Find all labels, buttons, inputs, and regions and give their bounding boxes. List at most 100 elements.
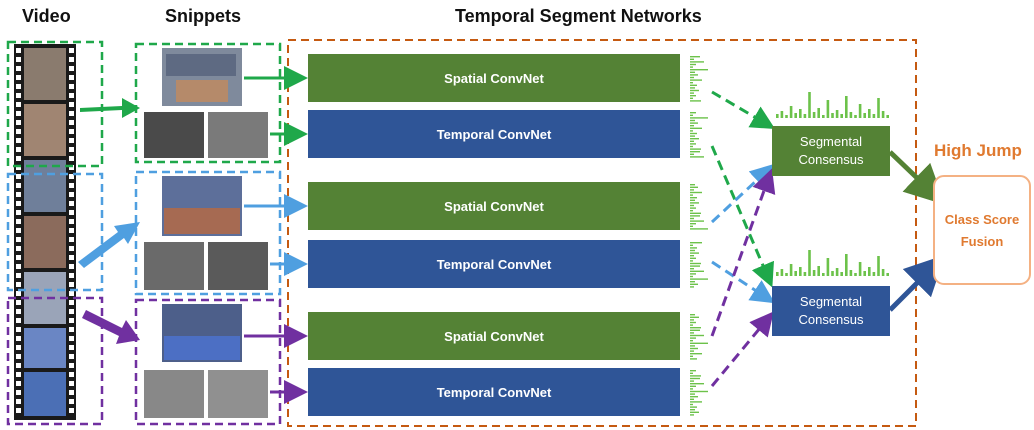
- score-bar: [817, 266, 820, 276]
- score-bar: [690, 189, 694, 191]
- score-bar: [690, 244, 693, 246]
- score-bar: [690, 76, 694, 79]
- score-bar: [690, 332, 694, 334]
- score-bar: [789, 106, 793, 118]
- video-segment-1: [6, 40, 104, 168]
- svg-text:Class Score: Class Score: [945, 212, 1019, 227]
- temporal-convnet: Temporal ConvNet: [308, 240, 680, 288]
- score-bar: [690, 87, 695, 89]
- score-bar: [690, 403, 693, 406]
- score-bar: [826, 258, 830, 276]
- score-bar: [858, 262, 862, 276]
- score-bar: [690, 383, 704, 385]
- optical-flow-y: [208, 242, 268, 290]
- score-bar: [690, 71, 695, 73]
- score-bar: [690, 61, 704, 63]
- svg-text:Spatial ConvNet: Spatial ConvNet: [444, 329, 544, 344]
- score-bar: [690, 268, 694, 270]
- score-bar: [690, 92, 694, 94]
- score-bar: [690, 151, 700, 153]
- svg-text:Spatial ConvNet: Spatial ConvNet: [444, 71, 544, 86]
- score-bar: [690, 370, 696, 372]
- score-bar: [845, 96, 848, 118]
- video-to-snippet-arrow: [80, 98, 140, 118]
- score-bar: [776, 272, 779, 276]
- score-bar: [803, 114, 807, 118]
- score-bar: [868, 109, 871, 118]
- score-bar: [690, 396, 698, 398]
- score-bar: [690, 390, 708, 393]
- score-bar: [690, 69, 708, 71]
- score-bar: [690, 262, 701, 265]
- snippet-group-2: [134, 170, 282, 296]
- score-bar: [854, 273, 857, 276]
- score-bar: [690, 127, 702, 129]
- score-bar: [780, 111, 784, 118]
- score-bar: [690, 324, 693, 326]
- svg-text:Temporal ConvNet: Temporal ConvNet: [437, 127, 552, 142]
- score-bar: [690, 265, 700, 267]
- score-bar: [690, 345, 695, 347]
- score-bar: [690, 145, 693, 148]
- score-bar: [831, 113, 834, 118]
- score-bar: [690, 119, 695, 122]
- score-bar: [812, 112, 816, 118]
- score-bar: [690, 377, 700, 380]
- score-bar: [831, 271, 834, 276]
- tsn-header: Temporal Segment Networks: [455, 6, 702, 26]
- score-bar: [690, 79, 702, 81]
- score-bar: [690, 393, 695, 395]
- score-bar: [886, 115, 889, 118]
- score-bar: [690, 247, 697, 249]
- predicted-class: High Jump: [934, 141, 1022, 160]
- score-bar: [776, 114, 779, 118]
- score-bar: [881, 269, 885, 276]
- video-segment-2: [6, 172, 104, 292]
- score-bar: [808, 92, 811, 118]
- video-film-strip: [14, 44, 76, 420]
- score-bar: [690, 327, 701, 329]
- video-header: Video: [22, 6, 71, 26]
- optical-flow-x: [144, 112, 204, 158]
- score-bar: [822, 273, 825, 276]
- optical-flow-y: [208, 370, 268, 418]
- score-bar: [690, 117, 708, 119]
- score-bar: [690, 401, 702, 403]
- score-bar: [690, 197, 697, 199]
- score-bar: [690, 242, 702, 244]
- video-to-snippet-arrow: [78, 222, 140, 268]
- score-bar: [690, 409, 695, 411]
- score-bar: [690, 375, 701, 377]
- svg-text:Segmental: Segmental: [800, 134, 862, 149]
- score-bar: [690, 186, 698, 188]
- score-bar: [690, 319, 694, 321]
- svg-text:Temporal ConvNet: Temporal ConvNet: [437, 385, 552, 400]
- score-bar: [780, 269, 784, 276]
- score-bar: [690, 414, 694, 416]
- svg-text:Spatial ConvNet: Spatial ConvNet: [444, 199, 544, 214]
- class-score-fusion: Class Score Fusion: [933, 175, 1031, 285]
- score-bar: [690, 281, 695, 283]
- score-bar: [690, 140, 694, 142]
- score-bar: [690, 385, 696, 387]
- score-bar: [863, 271, 866, 276]
- video-to-snippet-arrow: [82, 310, 140, 344]
- score-bar: [690, 100, 701, 102]
- score-bar: [794, 113, 797, 118]
- spatial-convnet: Spatial ConvNet: [308, 312, 680, 360]
- score-bar: [840, 272, 843, 276]
- score-bar: [690, 270, 704, 272]
- score-bar: [690, 148, 701, 150]
- score-bar: [690, 347, 698, 350]
- optical-flow-x: [144, 370, 204, 418]
- score-bar: [690, 398, 694, 400]
- score-bar: [785, 273, 788, 276]
- score-bar: [690, 74, 698, 76]
- score-bar: [863, 113, 866, 118]
- consensus-to-fusion-arrow: [888, 254, 946, 312]
- score-bar: [690, 350, 694, 352]
- score-bar: [690, 337, 696, 339]
- score-bar: [854, 115, 857, 118]
- segmental-consensus-temporal: Segmental Consensus: [772, 286, 890, 336]
- score-bar: [690, 314, 695, 316]
